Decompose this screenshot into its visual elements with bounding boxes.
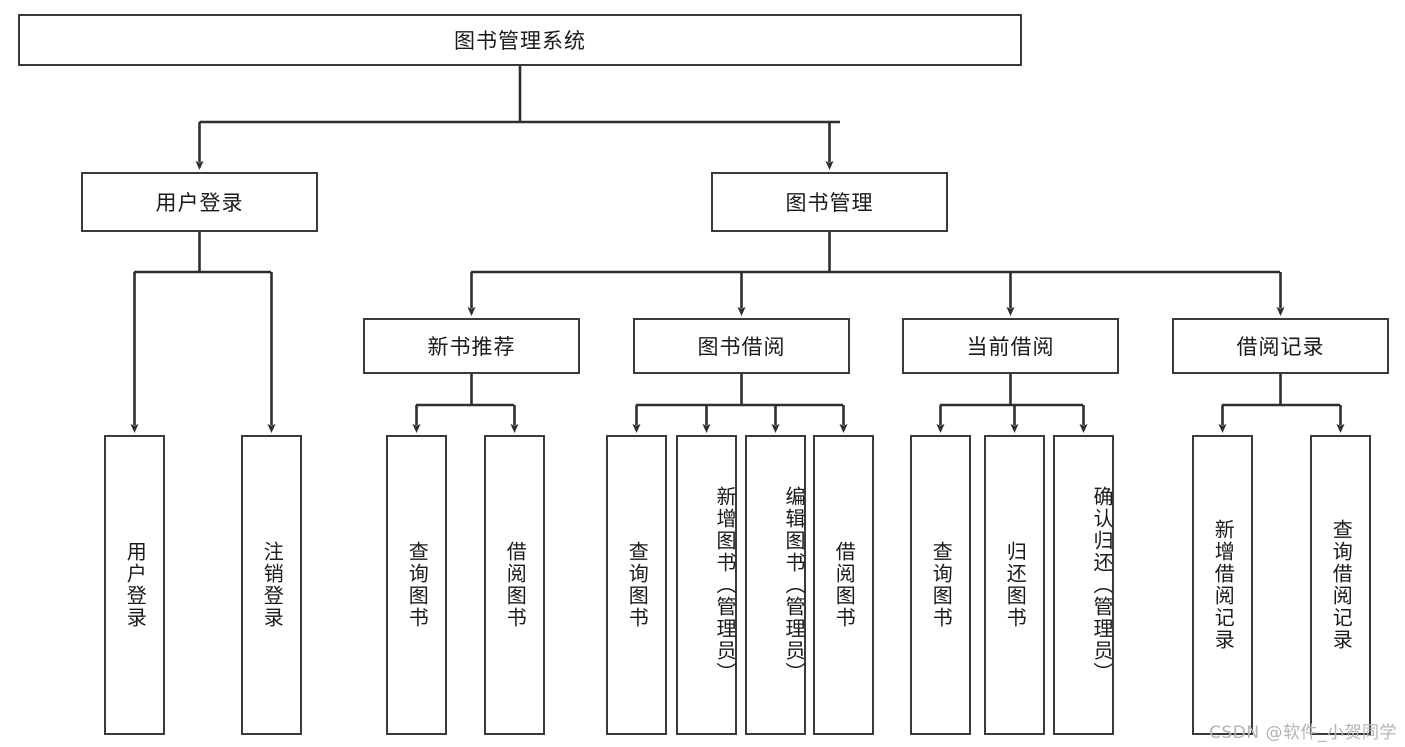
leaf-return-book-label: 归还图书 <box>1003 541 1028 629</box>
leaf-add-book[interactable]: 新增图书（管理员） <box>676 435 737 735</box>
leaf-add-record[interactable]: 新增借阅记录 <box>1192 435 1253 735</box>
leaf-query-record-label: 查询借阅记录 <box>1329 519 1354 651</box>
leaf-query-book-borrow[interactable]: 查询图书 <box>606 435 667 735</box>
leaf-confirm-return-label: 确认归还（管理员） <box>1090 486 1114 684</box>
leaf-edit-book[interactable]: 编辑图书（管理员） <box>745 435 806 735</box>
node-book-manage-label: 图书管理 <box>785 191 874 215</box>
node-book-borrow-label: 图书借阅 <box>697 335 786 359</box>
leaf-query-book-rec-label: 查询图书 <box>405 541 430 629</box>
node-current-borrow[interactable]: 当前借阅 <box>902 318 1119 374</box>
leaf-query-book-borrow-label: 查询图书 <box>625 541 650 629</box>
node-new-book-recommend[interactable]: 新书推荐 <box>363 318 580 374</box>
leaf-return-book[interactable]: 归还图书 <box>984 435 1045 735</box>
leaf-query-record[interactable]: 查询借阅记录 <box>1310 435 1371 735</box>
leaf-borrow-book[interactable]: 借阅图书 <box>813 435 874 735</box>
leaf-user-login[interactable]: 用户登录 <box>104 435 165 735</box>
leaf-user-login-label: 用户登录 <box>123 541 148 629</box>
leaf-query-book-cur[interactable]: 查询图书 <box>910 435 971 735</box>
leaf-add-record-label: 新增借阅记录 <box>1211 519 1236 651</box>
leaf-borrow-book-rec-label: 借阅图书 <box>503 541 528 629</box>
node-book-borrow[interactable]: 图书借阅 <box>633 318 850 374</box>
node-new-book-recommend-label: 新书推荐 <box>427 335 516 359</box>
node-root-label: 图书管理系统 <box>454 29 586 53</box>
leaf-query-book-rec[interactable]: 查询图书 <box>386 435 447 735</box>
leaf-edit-book-label: 编辑图书（管理员） <box>782 486 806 684</box>
node-current-borrow-label: 当前借阅 <box>966 335 1055 359</box>
node-borrow-record[interactable]: 借阅记录 <box>1172 318 1389 374</box>
leaf-query-book-cur-label: 查询图书 <box>929 541 954 629</box>
leaf-add-book-label: 新增图书（管理员） <box>713 486 737 684</box>
leaf-logout[interactable]: 注销登录 <box>241 435 302 735</box>
node-root[interactable]: 图书管理系统 <box>18 14 1022 66</box>
node-borrow-record-label: 借阅记录 <box>1236 335 1325 359</box>
node-user-login[interactable]: 用户登录 <box>81 172 318 232</box>
leaf-borrow-book-label: 借阅图书 <box>832 541 857 629</box>
leaf-logout-label: 注销登录 <box>260 541 285 629</box>
leaf-confirm-return[interactable]: 确认归还（管理员） <box>1053 435 1114 735</box>
node-book-manage[interactable]: 图书管理 <box>711 172 948 232</box>
node-user-login-label: 用户登录 <box>155 191 244 215</box>
leaf-borrow-book-rec[interactable]: 借阅图书 <box>484 435 545 735</box>
watermark-text: CSDN @软件_小贺同学 <box>1209 723 1397 743</box>
